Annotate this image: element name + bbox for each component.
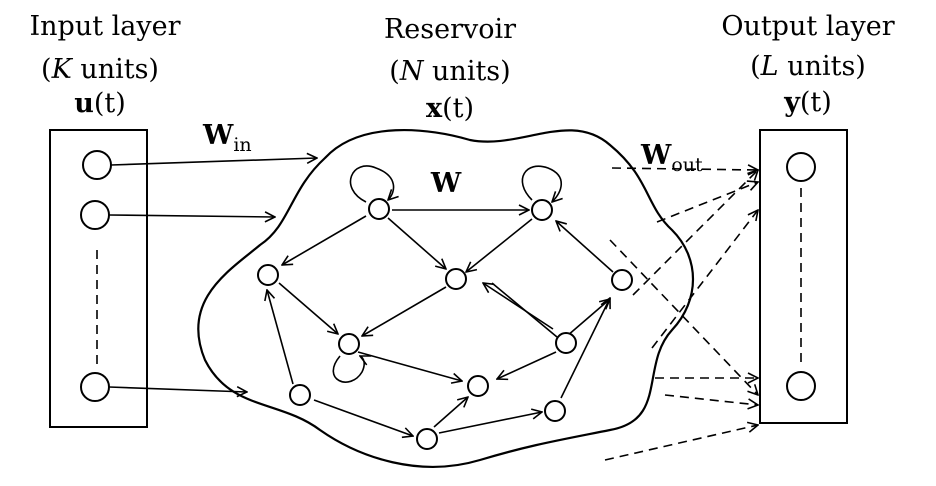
reservoir-edge [438,412,542,434]
output-vector-label: y(t) [783,87,832,118]
self-loop [332,356,364,383]
reservoir-heading: Reservoir (N units) x(t) [384,14,516,124]
reservoir-edge [282,215,367,265]
output-layer-box [759,129,848,424]
output-layer-title: Output layer [721,11,894,42]
self-loop [349,165,394,203]
w-out-connection [656,182,758,223]
output-layer-units: (L units) [750,51,866,82]
reservoir-edge [560,298,610,399]
reservoir-edge [483,283,554,330]
reservoir-edge [566,299,610,337]
reservoir-node [531,199,553,221]
w-out-connection [651,210,758,349]
reservoir-edge [433,397,468,428]
w-out-connection [604,425,758,461]
reservoir-edge [556,221,614,273]
w-label: W [430,168,462,199]
input-vector-label: u(t) [74,88,126,119]
reservoir-node [467,375,489,397]
w-out-label: Wout [640,140,703,176]
self-loop [521,165,561,202]
reservoir-edges [267,210,614,436]
input-layer-title: Input layer [29,11,180,42]
reservoir-edge [267,290,294,385]
reservoir-node [445,268,467,290]
reservoir-boundary [197,128,695,468]
reservoir-node [257,264,279,286]
input-layer-box [49,129,148,428]
reservoir-node [338,333,360,355]
reservoir-node [416,428,438,450]
w-in-connection [108,215,275,217]
w-out-connection [611,168,758,170]
w-in-connection [110,158,317,166]
input-layer-heading: Input layer (K units) u(t) [29,11,180,119]
w-out-connection [664,394,758,405]
reservoir-node [544,400,566,422]
reservoir-edge [466,218,533,272]
reservoir-edge [357,351,462,381]
input-node-k [80,372,110,402]
w-in-connection [108,387,247,392]
reservoir-nodes [257,198,633,450]
input-node-2 [80,200,110,230]
reservoir-edge [497,351,557,379]
output-layer-heading: Output layer (L units) y(t) [721,11,894,118]
reservoir-edge [278,282,338,334]
reservoir-title: Reservoir [384,14,516,45]
reservoir-units: (N units) [389,56,510,87]
w-in-label: Win [202,120,252,156]
w-out-connection [632,170,758,296]
input-node-1 [82,150,112,180]
reservoir-edge [362,286,447,336]
reservoir-edge [313,399,413,436]
output-node-1 [786,152,816,182]
reservoir-edge [387,217,446,269]
w-out-connection [609,239,758,395]
reservoir-vector-label: x(t) [426,93,474,124]
output-node-l [786,371,816,401]
reservoir-node [555,332,577,354]
input-layer-units: (K units) [41,54,159,85]
w-out-connections [604,168,758,461]
reservoir-node [368,198,390,220]
reservoir-node [611,269,633,291]
reservoir-node [289,384,311,406]
